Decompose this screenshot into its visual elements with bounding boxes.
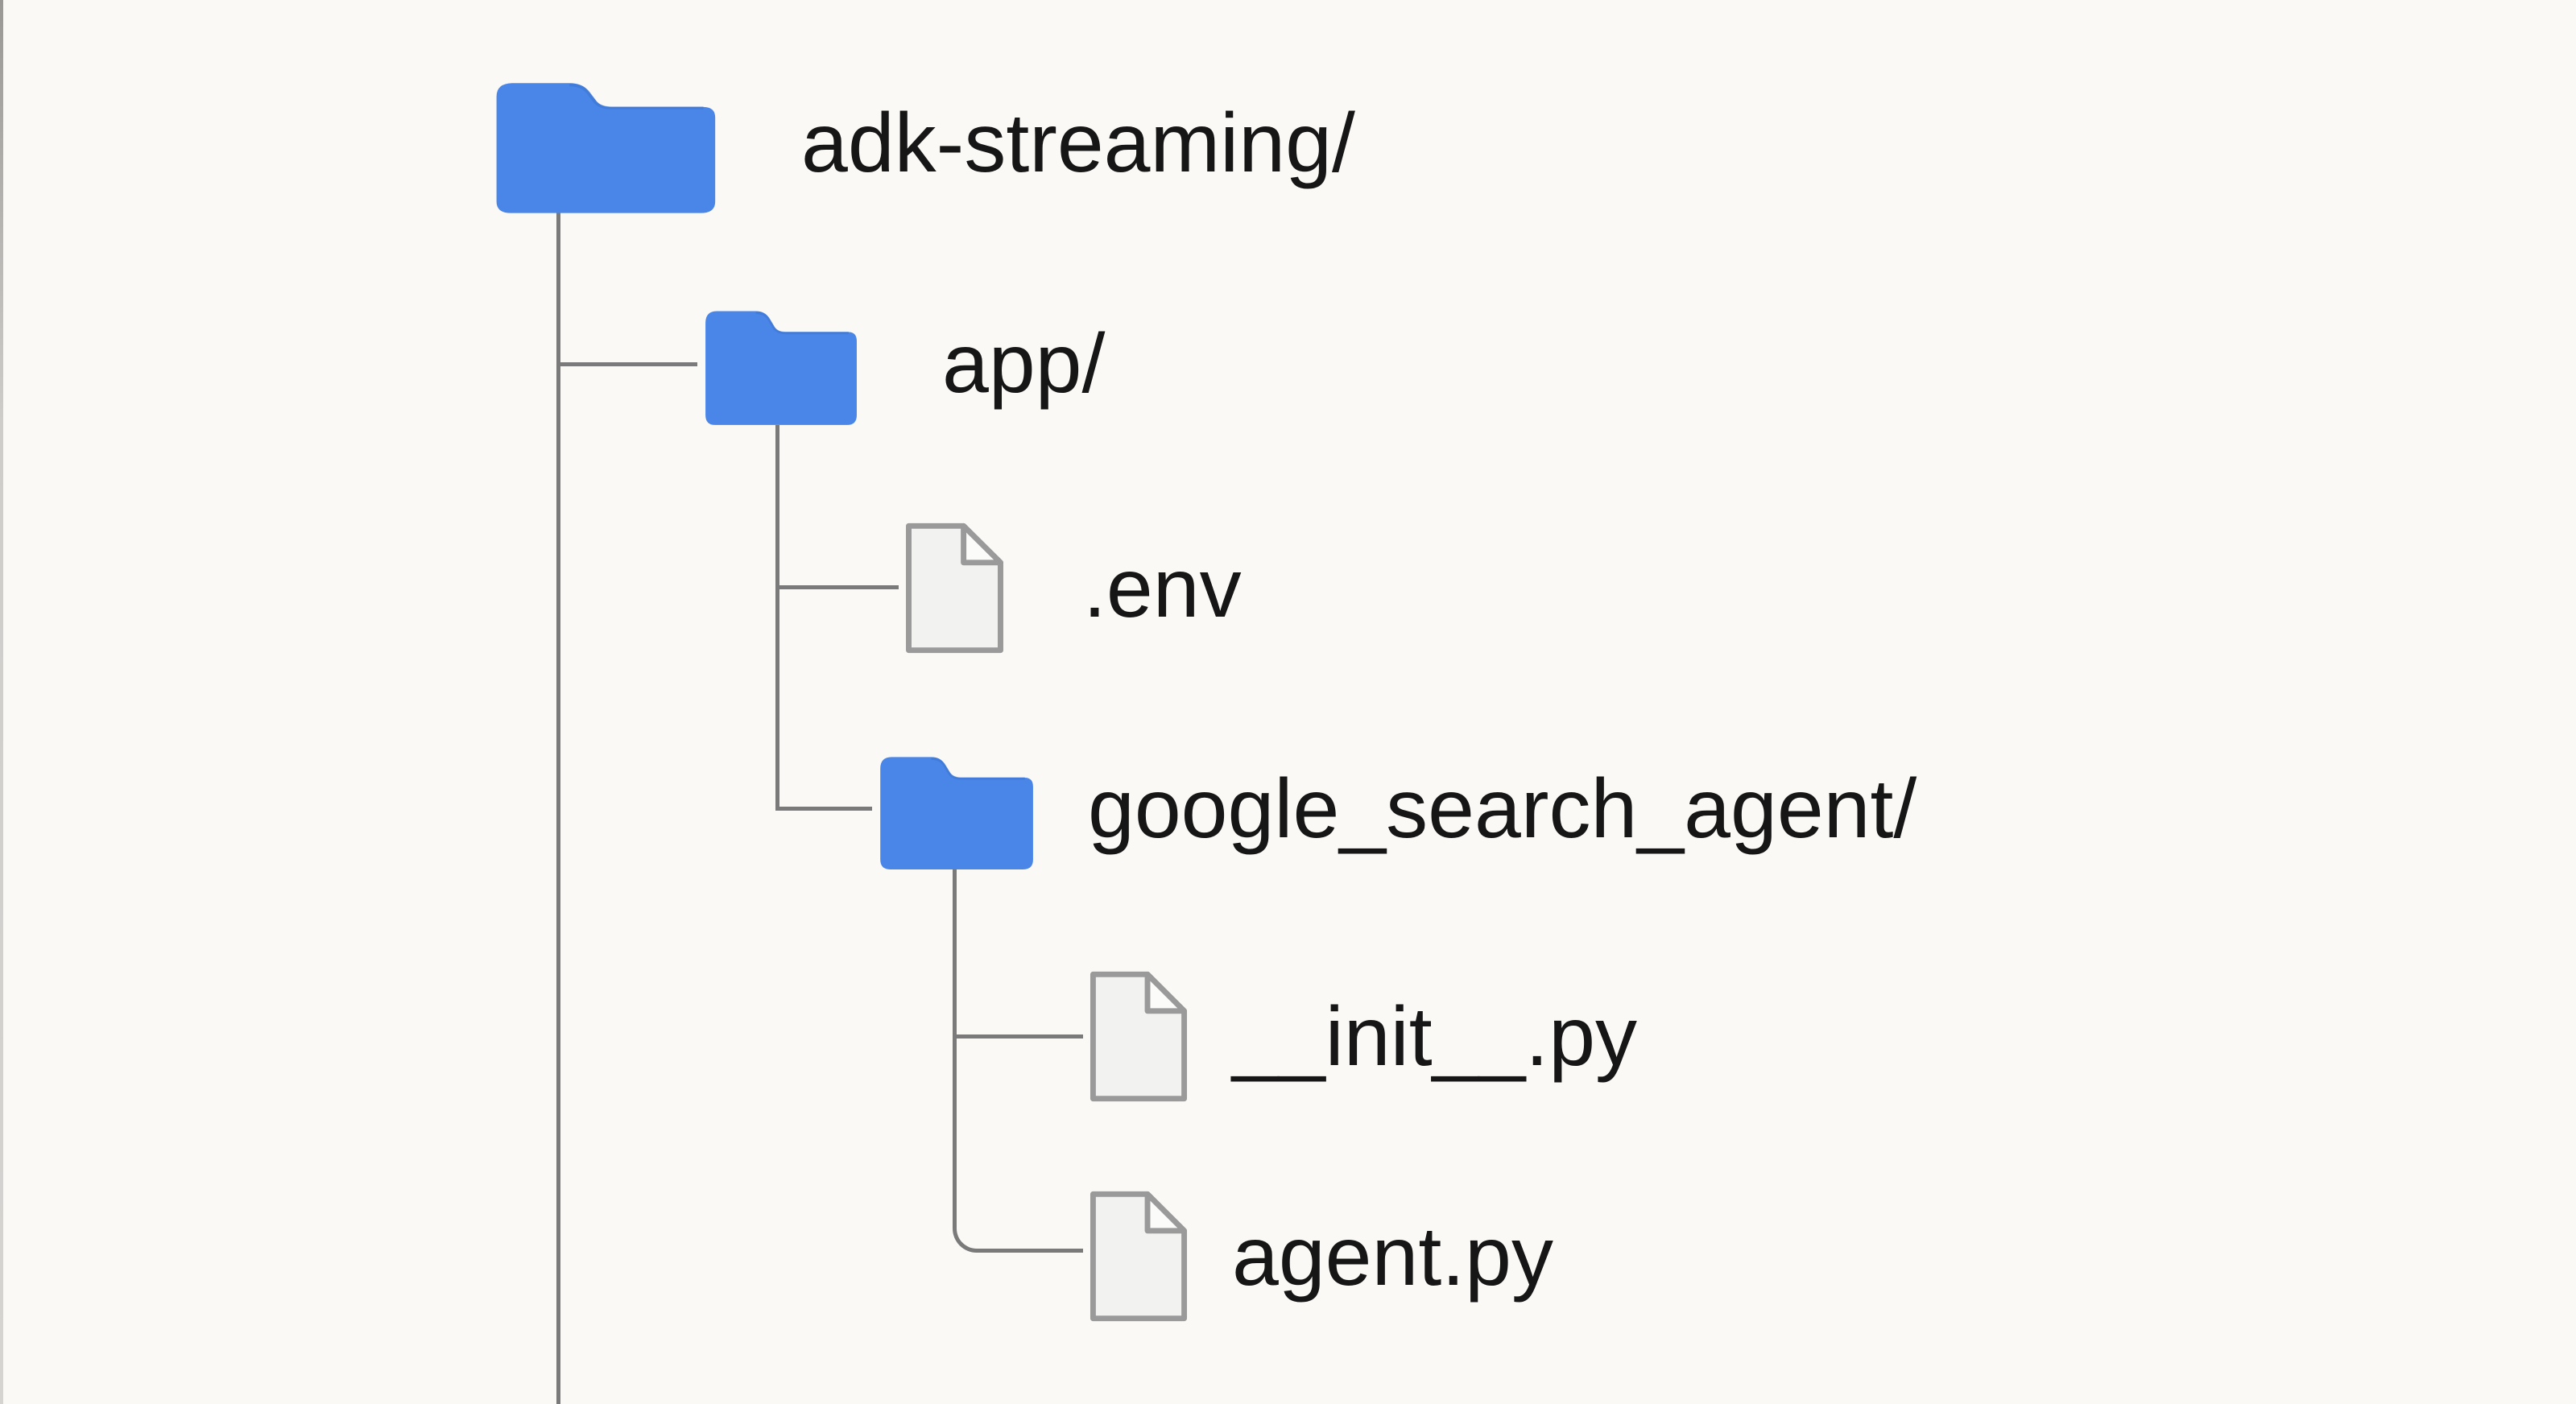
connector-elbow-agent-py [953,1222,1083,1253]
file-icon [906,522,1003,654]
tree-node-agent-py: agent.py [1083,1187,1553,1325]
tree-node-app: app/ [697,301,1105,427]
node-label: google_search_agent/ [1088,762,1917,856]
tree-node-init-py: __init__.py [1083,968,1637,1105]
node-label: .env [1083,541,1242,635]
tree-node-google-search-agent: google_search_agent/ [872,747,1916,871]
connector-trunk-app [775,425,779,811]
connector-branch-google-search-agent [775,807,872,811]
node-label: __init__.py [1232,989,1638,1084]
tree-node-env: .env [899,519,1242,657]
folder-icon [705,311,857,425]
connector-branch-env [775,585,899,589]
connector-trunk-google-search-agent [953,869,957,1222]
connector-branch-app [556,362,697,366]
connector-trunk-root [556,212,560,1404]
folder-icon [496,83,716,213]
screen-left-edge-line [0,0,3,1404]
node-label: agent.py [1232,1209,1553,1303]
node-label: app/ [942,317,1106,411]
file-icon [1090,971,1188,1102]
folder-icon [880,757,1033,869]
tree-node-adk-streaming: adk-streaming/ [485,72,1355,215]
file-icon [1090,1191,1188,1322]
connector-branch-init-py [953,1034,1083,1039]
node-label: adk-streaming/ [801,97,1355,190]
